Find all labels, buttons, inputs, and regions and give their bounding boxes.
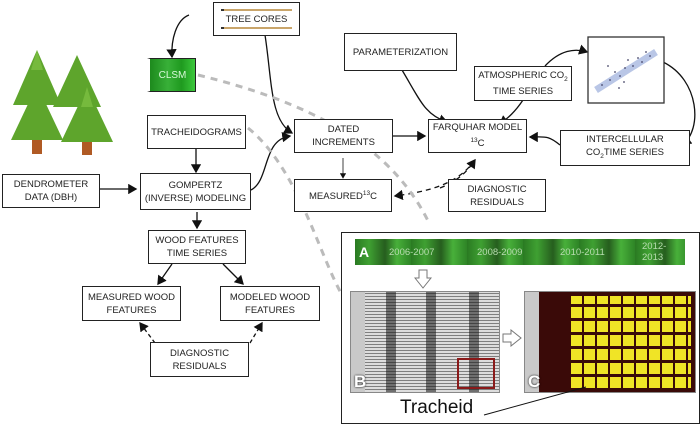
node-tree-cores: TREE CORES	[213, 2, 300, 36]
micrograph-panel: A 2006-2007 2008-2009 2010-2011 2012-201…	[341, 232, 700, 424]
link-residual-modeled	[249, 321, 263, 344]
zoom-region-box	[457, 358, 495, 389]
link-farquhar-measured	[393, 159, 476, 201]
year-label: 2010-2011	[560, 246, 605, 258]
core-sample-bottom	[221, 27, 292, 29]
link-param-farquhar	[401, 69, 449, 125]
clsm-strip-a: A 2006-2007 2008-2009 2010-2011 2012-201…	[355, 239, 685, 265]
tracheid-label: Tracheid	[400, 397, 474, 418]
link-cores-clsm	[166, 14, 190, 59]
trees-illustration	[5, 45, 120, 155]
link-gompertz-dated	[250, 131, 292, 191]
link-woodts-measured	[157, 263, 173, 286]
tracheid-pointer-line	[483, 386, 587, 416]
node-farquhar-model: FARQUHAR MODEL 13C	[428, 119, 527, 153]
link-cores-dated	[264, 34, 294, 134]
node-gompertz: GOMPERTZ(INVERSE) MODELING	[140, 173, 251, 210]
core-sample-top	[221, 9, 292, 11]
image-c-segmented: C	[524, 291, 696, 393]
link-woodts-modeled	[222, 263, 244, 285]
year-label: 2008-2009	[477, 246, 523, 258]
node-parameterization: PARAMETERIZATION	[344, 33, 457, 71]
link-atm-plot	[544, 44, 589, 67]
node-measured-13c: MEASURED13C	[294, 179, 392, 212]
node-clsm: CLSM	[147, 58, 196, 92]
node-tracheidograms: TRACHEIDOGRAMS	[147, 115, 246, 149]
link-residual-measured	[139, 321, 156, 344]
dashed-tracheido-panel	[247, 126, 347, 301]
right-arrow-icon	[502, 329, 522, 347]
year-label: 2006-2007	[389, 246, 435, 258]
panel-letter-a: A	[359, 244, 370, 260]
link-intercellular-farquhar	[528, 131, 561, 146]
image-b-micrograph: B	[350, 291, 500, 393]
link-measured-farquhar	[439, 158, 476, 189]
node-atmospheric-co2: ATMOSPHERIC CO2 TIME SERIES	[474, 66, 572, 101]
node-intercellular-co2: INTERCELLULAR CO2TIME SERIES	[560, 130, 690, 166]
down-arrow-icon	[414, 269, 432, 289]
co2-scatter-plot	[587, 36, 665, 104]
year-label: 2012-2013	[642, 241, 667, 263]
